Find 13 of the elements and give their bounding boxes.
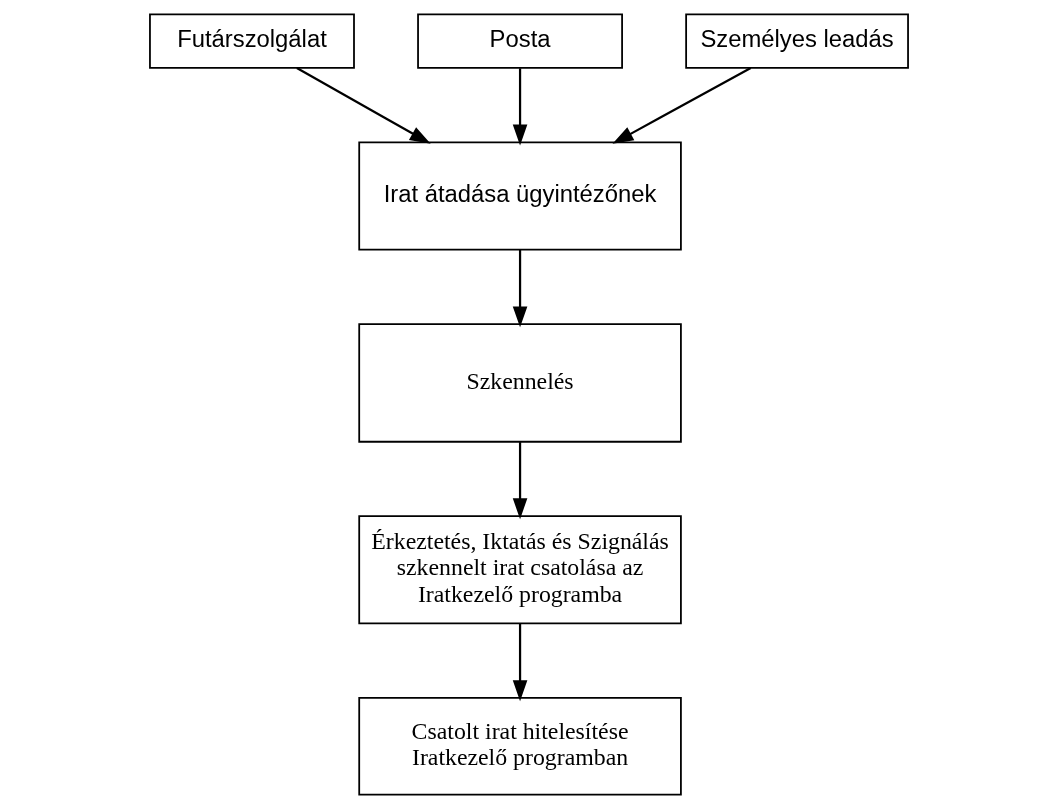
node-box: Érkeztetés, Iktatás és Szignálás szkennelt irat csatolása az Iratkezelő programba <box>357 515 682 625</box>
node-box: Futárszolgálat <box>148 13 355 69</box>
arrow <box>512 623 527 702</box>
arrow <box>512 442 527 520</box>
arrow <box>612 67 751 144</box>
arrow <box>512 249 527 328</box>
node-box: Csatolt irat hitelesítése Iratkezelő programban <box>357 697 682 796</box>
node-box: Személyes leadás <box>684 13 909 69</box>
node-box: Posta <box>416 13 623 69</box>
node-box: Irat átadása ügyintézőnek <box>357 141 682 251</box>
arrow <box>295 67 431 144</box>
arrow <box>512 68 527 146</box>
node-box: Szkennelés <box>357 323 682 443</box>
